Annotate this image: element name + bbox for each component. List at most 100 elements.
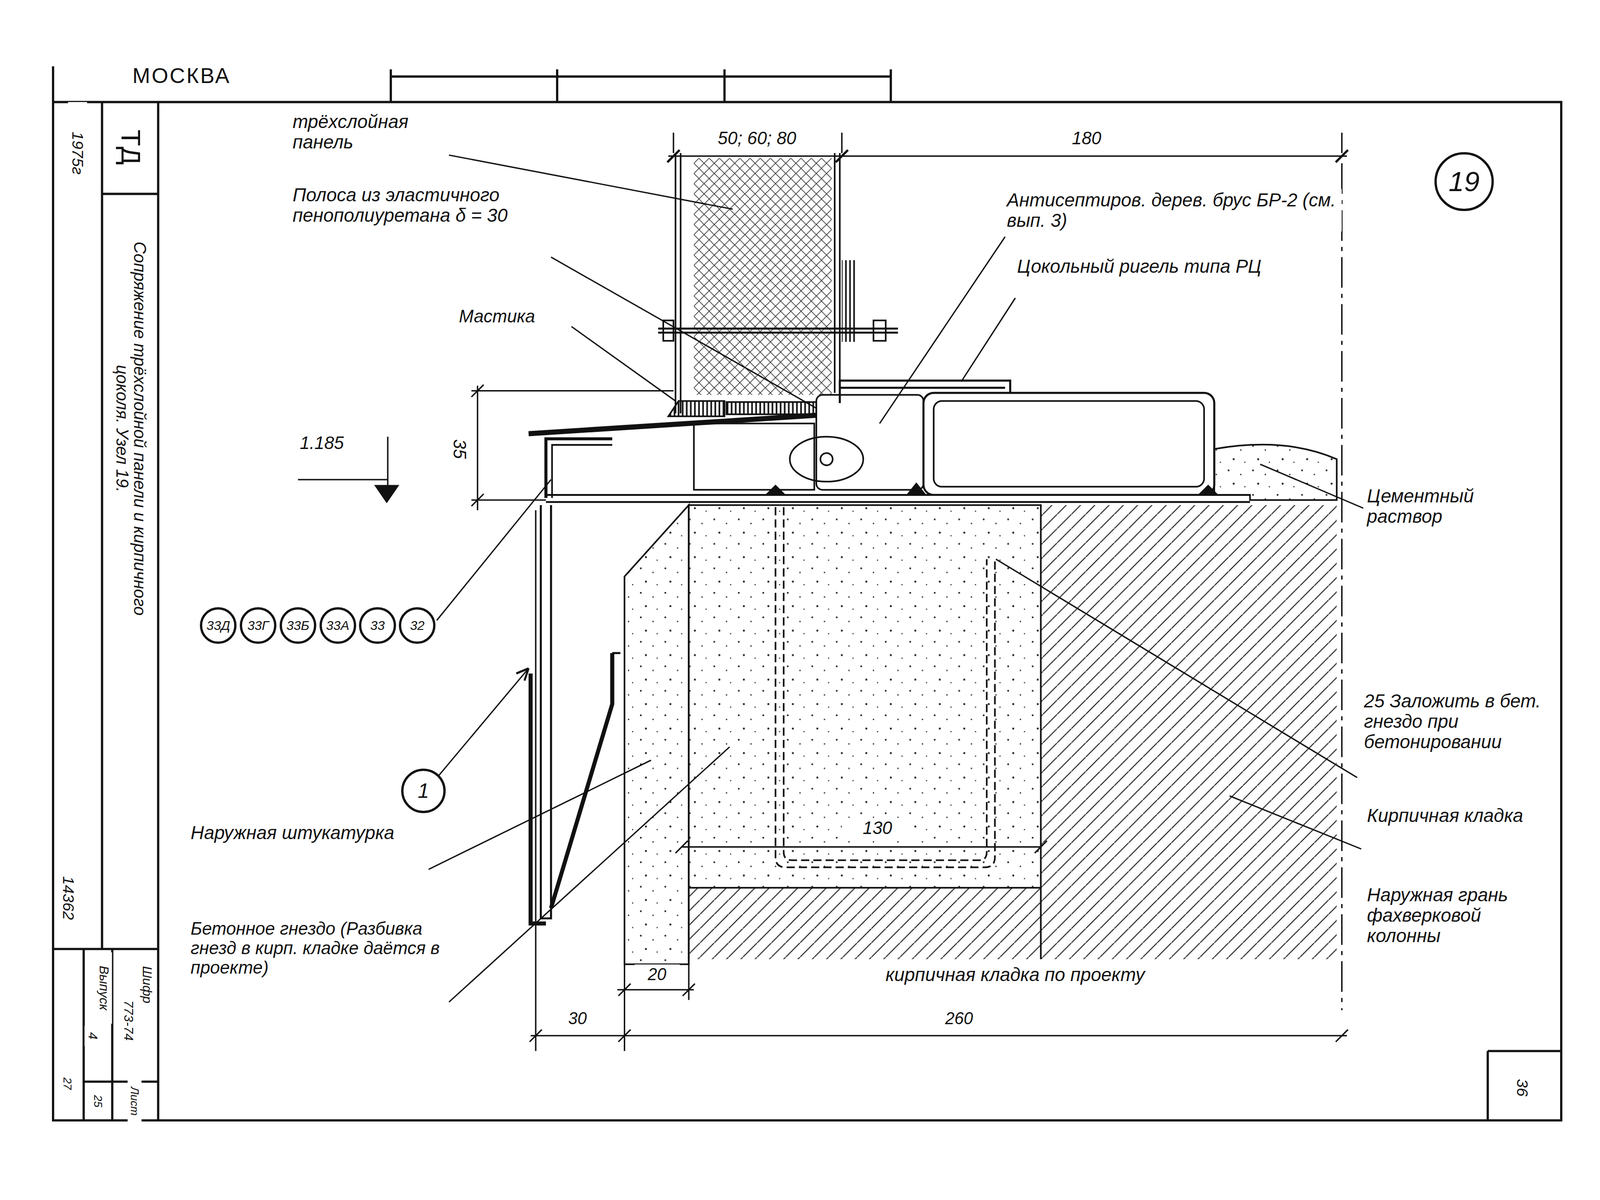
base-plate (545, 494, 1250, 502)
callout-number: 1 (417, 779, 429, 803)
leader (571, 326, 676, 402)
drawing-label: 1.185 (297, 432, 386, 455)
cement-mortar (1214, 444, 1337, 500)
drawing-label: Полоса из эластичного пенополиуретана δ … (290, 183, 551, 227)
flashing (528, 415, 817, 434)
leader-head (516, 668, 529, 681)
drawing-label: Кирпичная кладка (1365, 804, 1539, 827)
callout-number: 32 (409, 618, 425, 634)
drawing-label: Наружная штукатурка (188, 821, 430, 844)
z-profile (545, 438, 613, 499)
rebar (783, 506, 987, 860)
callout-number: 33Б (286, 618, 310, 634)
level-triangle (375, 485, 398, 502)
drawing-label: 36 (1512, 1062, 1532, 1114)
bolt (658, 328, 898, 333)
drawing-label: 130 (841, 817, 914, 839)
callout-number: 33Д (206, 618, 231, 634)
drawing-label: трёхслойная панель (290, 110, 467, 154)
drawing-label: Бетонное гнездо (Разбивка гнезд в кирп. … (188, 918, 449, 979)
leader (438, 668, 529, 776)
drawing-label: Цементный раствор (1365, 484, 1549, 528)
plaster (624, 505, 690, 965)
drawing-label: МОСКВА (130, 63, 284, 89)
dim-bottom (529, 510, 1349, 1051)
axis-line (1341, 163, 1343, 1011)
leaders (428, 154, 1364, 1002)
drawing-label: 14362 (58, 851, 78, 944)
drawing-label: 30 (551, 1008, 603, 1029)
callout-number: 33А (326, 618, 350, 634)
drawing-label: ТД (115, 107, 147, 189)
bracket (540, 505, 551, 919)
leader (428, 760, 652, 870)
dim-tick (667, 149, 1349, 162)
drawing-label: 20 (634, 964, 680, 985)
mastic (668, 401, 725, 417)
header-boxes (390, 69, 891, 103)
sheet-box (1487, 1050, 1562, 1121)
callout-number: 19 (1448, 165, 1480, 198)
rigel (923, 392, 1215, 495)
z-profile (551, 444, 613, 498)
callout-circle: 33А (319, 607, 357, 644)
leader (961, 297, 1016, 382)
panel (658, 153, 898, 417)
drawing-label: Цокольный ригель типа РЦ (1015, 255, 1271, 278)
drawing-label: 4 (84, 1025, 102, 1046)
rebar (775, 506, 995, 868)
drawing-label: Выпуск (96, 952, 113, 1024)
dimensions (297, 132, 1348, 1051)
weld (767, 483, 1217, 494)
leader (995, 559, 1357, 778)
leader (436, 479, 551, 621)
wood-core (820, 453, 833, 466)
drawing-label: 773-74 (120, 969, 137, 1072)
pad (841, 260, 857, 342)
callout-circle: 1 (401, 768, 447, 814)
callout-number: 33 (370, 618, 385, 634)
rigel (933, 401, 1204, 487)
frame (52, 66, 1562, 1120)
drawing-label: Мастика (457, 306, 572, 328)
bracket-edge (530, 652, 613, 924)
leader (448, 746, 730, 1002)
drawing-label: 1975г (67, 102, 87, 205)
masonry (624, 444, 1338, 965)
drawing-label: 50; 60; 80 (680, 128, 834, 150)
brick-hatch (688, 505, 1337, 960)
nest-edge (688, 887, 1041, 965)
wood-grain (789, 436, 864, 482)
drawing-label: 27 (60, 1068, 75, 1099)
drawing-label: 35 (448, 418, 470, 480)
leader (550, 256, 817, 409)
bracket-edge (612, 652, 621, 654)
drawing-label: кирпичная кладка по проекту (749, 963, 1281, 986)
callout-circle: 33 (358, 607, 396, 644)
callout-circle: 33Б (279, 607, 317, 644)
frame-lines (52, 66, 1562, 1120)
drawing-label: 25 (90, 1085, 105, 1117)
leader (1229, 795, 1362, 849)
callout-circle: 33Д (199, 607, 237, 644)
foam-strip (726, 402, 817, 415)
callout-circle: 33Г (239, 607, 277, 644)
drawing-label: Шифр (138, 950, 155, 1018)
drawing-label: 260 (918, 1008, 1000, 1029)
drawing-label: Наружная грань фахверковой колонны (1365, 883, 1548, 947)
drawing-label: Лист (127, 1076, 142, 1126)
sheet-title: Сопряжение трёхслойной панели и кирпично… (112, 209, 150, 648)
timber-bar (816, 394, 924, 490)
spacer (693, 423, 815, 490)
sill (528, 380, 1251, 924)
concrete-nest (688, 505, 1041, 888)
insulation (693, 158, 832, 395)
dim-130 (675, 840, 1048, 853)
leader (879, 236, 1006, 424)
callout-circle: 32 (398, 607, 436, 644)
callout-circle: 19 (1434, 152, 1494, 212)
drawing-label: Антисептиров. дерев. брус БР-2 (см. вып.… (1004, 188, 1342, 232)
drawing-label: 180 (1040, 128, 1133, 150)
drawing-label: 25 Заложить в бет. гнездо при бетонирова… (1362, 689, 1551, 753)
